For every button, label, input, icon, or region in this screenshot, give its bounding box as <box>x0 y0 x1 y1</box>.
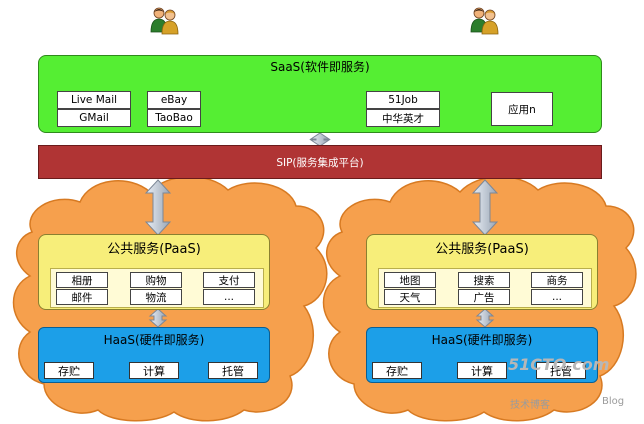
left-hw-compute: 计算 <box>129 362 179 379</box>
right-service-business: 商务 <box>531 272 583 288</box>
right-service-map: 地图 <box>384 272 436 288</box>
right-service-more: ... <box>531 289 583 305</box>
sip-layer: SIP(服务集成平台) <box>38 145 602 179</box>
right-hw-hosting: 托管 <box>536 362 586 379</box>
app-chinahr: 中华英才 <box>366 109 440 127</box>
left-service-payment: 支付 <box>203 272 255 288</box>
left-hw-hosting: 托管 <box>208 362 258 379</box>
left-service-album: 相册 <box>56 272 108 288</box>
watermark-site: 51CTO.com <box>508 355 610 374</box>
app-51job: 51Job <box>366 91 440 109</box>
left-hw-storage: 存贮 <box>44 362 94 379</box>
users-icon-left <box>150 7 179 35</box>
app-taobao: TaoBao <box>147 109 201 127</box>
right-service-ads: 广告 <box>458 289 510 305</box>
right-hw-storage: 存贮 <box>372 362 422 379</box>
app-live-mail: Live Mail <box>57 91 131 109</box>
left-service-mail: 邮件 <box>56 289 108 305</box>
left-service-more: ... <box>203 289 255 305</box>
left-paas-title: 公共服务(PaaS) <box>107 242 201 257</box>
watermark-blog-en: Blog <box>602 396 625 407</box>
left-haas-title: HaaS(硬件即服务) <box>103 333 205 347</box>
app-ebay: eBay <box>147 91 201 109</box>
app-gmail: GMail <box>57 109 131 127</box>
left-service-logistics: 物流 <box>130 289 182 305</box>
right-hw-compute: 计算 <box>457 362 507 379</box>
users-icon-right <box>470 7 499 35</box>
left-service-shopping: 购物 <box>130 272 182 288</box>
right-paas-title: 公共服务(PaaS) <box>435 242 529 257</box>
app-n: 应用n <box>491 92 553 126</box>
right-service-search: 搜索 <box>458 272 510 288</box>
watermark-blog: 技术博客 <box>510 400 550 411</box>
saas-title: SaaS(软件即服务) <box>270 60 370 74</box>
right-haas-title: HaaS(硬件即服务) <box>431 333 533 347</box>
right-service-weather: 天气 <box>384 289 436 305</box>
